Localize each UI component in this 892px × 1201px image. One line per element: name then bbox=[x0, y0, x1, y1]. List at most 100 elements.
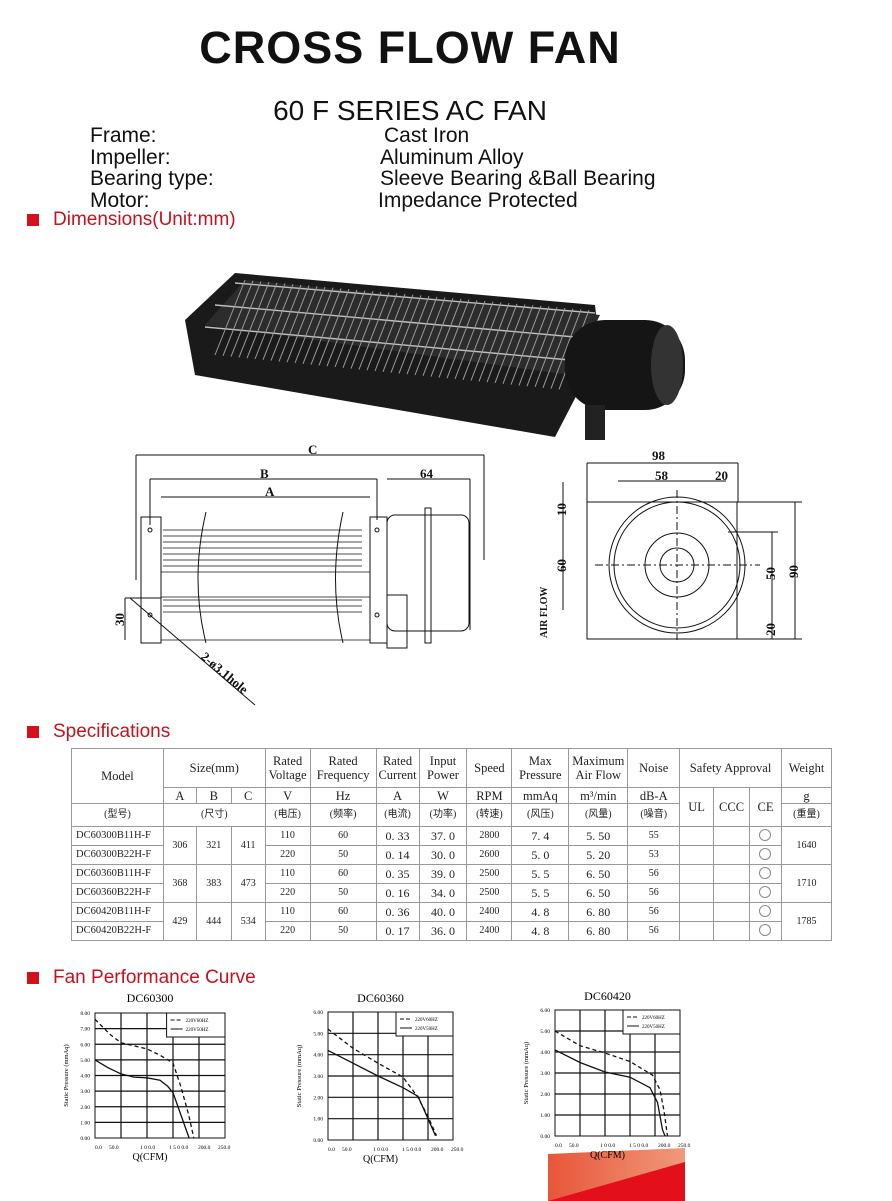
cell-model: DC60300B22H-F bbox=[71, 845, 164, 865]
y-axis-label: Static Pressure (mmAq) bbox=[523, 1042, 530, 1104]
cn-weight: (重量) bbox=[780, 803, 833, 827]
section-dimensions: Dimensions(Unit:mm) bbox=[27, 209, 236, 231]
bullet-square-icon bbox=[27, 972, 39, 984]
cell-pressure: 7. 4 bbox=[511, 826, 570, 846]
cell-b: 383 bbox=[195, 864, 232, 903]
x-tick-label: 50.0 bbox=[109, 1145, 119, 1151]
cell-pressure: 5. 5 bbox=[511, 883, 570, 903]
header-power: Input Power bbox=[418, 748, 468, 788]
cell-voltage: 110 bbox=[264, 826, 311, 846]
cell-speed: 2600 bbox=[466, 845, 513, 865]
cell-a: 306 bbox=[162, 826, 197, 865]
cn-model: (型号) bbox=[71, 803, 164, 827]
cell-speed: 2400 bbox=[466, 921, 513, 941]
cell-power: 34. 0 bbox=[418, 883, 468, 903]
cell-ul bbox=[679, 845, 715, 865]
cell-frequency: 50 bbox=[309, 883, 377, 903]
dim-top: 10 bbox=[554, 503, 569, 516]
unit-pressure: mmAq bbox=[511, 787, 570, 804]
dim-mid: 60 bbox=[554, 559, 569, 572]
y-tick-label: 5.00 bbox=[540, 1029, 550, 1035]
side-view-drawing: C B A 64 30 2-ø3.1hole bbox=[112, 442, 485, 706]
y-tick-label: 6.00 bbox=[313, 1010, 323, 1016]
dim-b: B bbox=[260, 466, 269, 481]
x-tick-label: 0.0 bbox=[95, 1145, 102, 1151]
cn-current: (电流) bbox=[375, 803, 420, 827]
cell-noise: 55 bbox=[627, 826, 681, 846]
unit-ce: CE bbox=[749, 787, 782, 827]
legend-label: 220V50HZ bbox=[642, 1025, 665, 1030]
cell-voltage: 110 bbox=[264, 864, 311, 884]
y-tick-label: 2.00 bbox=[313, 1095, 323, 1101]
y-tick-label: 2.00 bbox=[80, 1105, 90, 1111]
approval-circle-icon bbox=[759, 904, 772, 917]
cell-model: DC60360B11H-F bbox=[71, 864, 164, 884]
feature-value: Sleeve Bearing &Ball Bearing bbox=[380, 167, 656, 190]
cell-ul bbox=[679, 864, 715, 884]
approval-circle-icon bbox=[759, 885, 772, 898]
cell-airflow: 6. 80 bbox=[568, 921, 629, 941]
feature-value: Impedance Protected bbox=[378, 188, 578, 212]
unit-current: A bbox=[375, 787, 420, 804]
cell-ul bbox=[679, 826, 715, 846]
x-tick-label: 250.0 bbox=[218, 1145, 231, 1151]
unit-a: A bbox=[162, 787, 197, 804]
cell-ccc bbox=[713, 826, 751, 846]
cell-ccc bbox=[713, 921, 751, 941]
cell-airflow: 6. 50 bbox=[568, 864, 629, 884]
cell-pressure: 5. 5 bbox=[511, 864, 570, 884]
cell-weight: 1785 bbox=[780, 902, 833, 941]
airflow-label: AIR FLOW bbox=[539, 587, 550, 638]
cn-airflow: (风量) bbox=[568, 803, 629, 827]
cell-model: DC60420B22H-F bbox=[71, 921, 164, 941]
legend-label: 220V60HZ bbox=[642, 1016, 665, 1021]
series-line-220V60HZ bbox=[94, 1018, 195, 1139]
cell-ce bbox=[749, 902, 782, 922]
cell-noise: 53 bbox=[627, 845, 681, 865]
feature-labels: Frame: Impeller: Bearing type: Motor: bbox=[90, 125, 214, 211]
unit-noise: dB-A bbox=[627, 787, 681, 804]
cell-model: DC60420B11H-F bbox=[71, 902, 164, 922]
cell-pressure: 5. 0 bbox=[511, 845, 570, 865]
dim-center: 50 bbox=[763, 567, 778, 580]
cell-ce bbox=[749, 883, 782, 903]
section-specifications: Specifications bbox=[27, 721, 170, 743]
header-safety: Safety Approval bbox=[679, 748, 782, 788]
cell-b: 444 bbox=[195, 902, 232, 941]
x-tick-label: 1 0 0.0 bbox=[140, 1145, 155, 1151]
dim-height: 30 bbox=[112, 613, 127, 626]
y-tick-label: 4.00 bbox=[313, 1053, 323, 1059]
series-subtitle: 60 F SERIES AC FAN bbox=[273, 95, 547, 126]
cell-current: 0. 17 bbox=[375, 921, 420, 941]
section-title: Specifications bbox=[53, 721, 171, 742]
cell-b: 321 bbox=[195, 826, 232, 865]
cell-model: DC60300B11H-F bbox=[71, 826, 164, 846]
header-noise: Noise bbox=[627, 748, 681, 788]
cell-ul bbox=[679, 883, 715, 903]
feature-label: Impeller: bbox=[90, 145, 171, 169]
y-tick-label: 1.00 bbox=[313, 1117, 323, 1123]
dim-offset: 20 bbox=[715, 468, 728, 483]
cell-ul bbox=[679, 921, 715, 941]
header-speed: Speed bbox=[466, 748, 513, 788]
cell-power: 40. 0 bbox=[418, 902, 468, 922]
dim-hole-span: 58 bbox=[655, 468, 669, 483]
cell-speed: 2500 bbox=[466, 864, 513, 884]
y-axis-label: Static Pressure (mmAq) bbox=[63, 1044, 70, 1106]
cn-frequency: (频率) bbox=[309, 803, 377, 827]
fan-photo bbox=[185, 273, 685, 440]
y-tick-label: 3.00 bbox=[313, 1074, 323, 1080]
cell-c: 411 bbox=[230, 826, 266, 865]
cell-airflow: 5. 20 bbox=[568, 845, 629, 865]
cell-c: 534 bbox=[230, 902, 266, 941]
cn-size: (尺寸) bbox=[162, 803, 266, 827]
cell-current: 0. 35 bbox=[375, 864, 420, 884]
feature-label: Frame: bbox=[90, 124, 157, 147]
x-tick-label: 200.0 bbox=[198, 1145, 211, 1151]
unit-weight: g bbox=[780, 787, 833, 804]
